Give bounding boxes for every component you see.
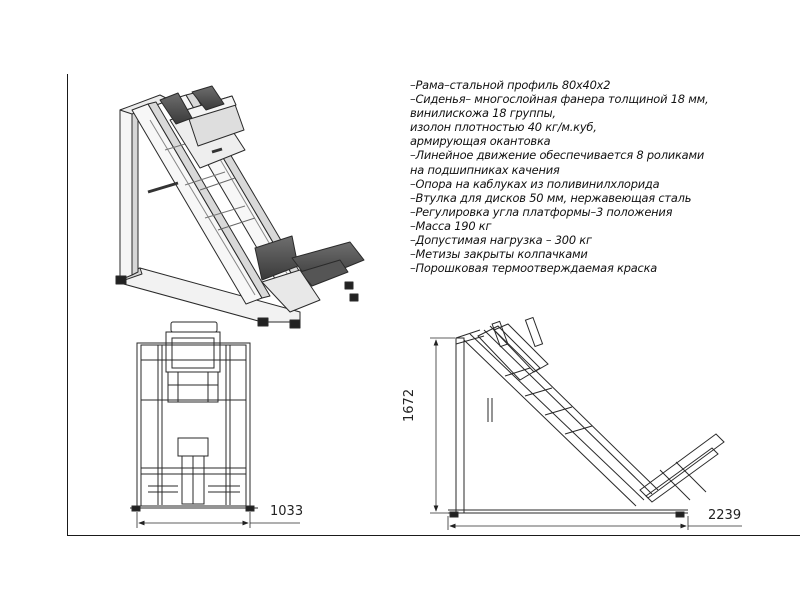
spec-line: –Линейное движение обеспечивается 8 роли… <box>410 148 705 163</box>
spec-line: –Втулка для дисков 50 мм, нержавеющая ст… <box>410 190 692 205</box>
dimension-height-label: 1672 <box>402 388 417 422</box>
frame-border-bottom <box>67 535 800 536</box>
spec-line: на подшипниках качения <box>410 162 560 177</box>
rear-post <box>119 105 133 281</box>
foot-pad <box>115 275 127 285</box>
spec-line: –Регулировка угла платформы–3 положения <box>410 204 673 219</box>
spec-line: –Масса 190 кг <box>410 218 492 233</box>
spec-line: –Метизы закрыты колпачками <box>410 247 588 262</box>
shoulder-pad-left <box>159 92 193 125</box>
isometric-view <box>115 85 365 329</box>
spec-line: армирующая окантовка <box>410 134 551 149</box>
spec-list: –Рама–стальной профиль 80х40х2 –Сиденья–… <box>410 78 709 276</box>
spec-line: –Сиденья– многослойная фанера толщиной 1… <box>410 92 709 107</box>
spec-line: винилискожа 18 группы, <box>410 106 556 121</box>
side-view <box>430 316 742 530</box>
foot-pad <box>257 317 269 327</box>
foot-pad <box>349 293 359 302</box>
spec-line: –Порошковая термоотверждаемая краска <box>410 261 658 276</box>
spec-line: изолон плотностью 40 кг/м.куб, <box>410 120 597 135</box>
shoulder-pad-right <box>191 85 225 111</box>
spec-line: –Опора на каблуках из поливинилхлорида <box>410 176 660 191</box>
foot-pad <box>289 319 301 329</box>
dimension-length-label: 2239 <box>708 508 742 523</box>
dimension-width-label: 1033 <box>270 504 304 519</box>
front-view <box>130 321 300 528</box>
spec-line: –Рама–стальной профиль 80х40х2 <box>410 78 611 92</box>
foot-pad <box>344 281 354 290</box>
spec-line: –Допустимая нагрузка – 300 кг <box>410 233 592 248</box>
frame-border-left <box>67 74 68 536</box>
